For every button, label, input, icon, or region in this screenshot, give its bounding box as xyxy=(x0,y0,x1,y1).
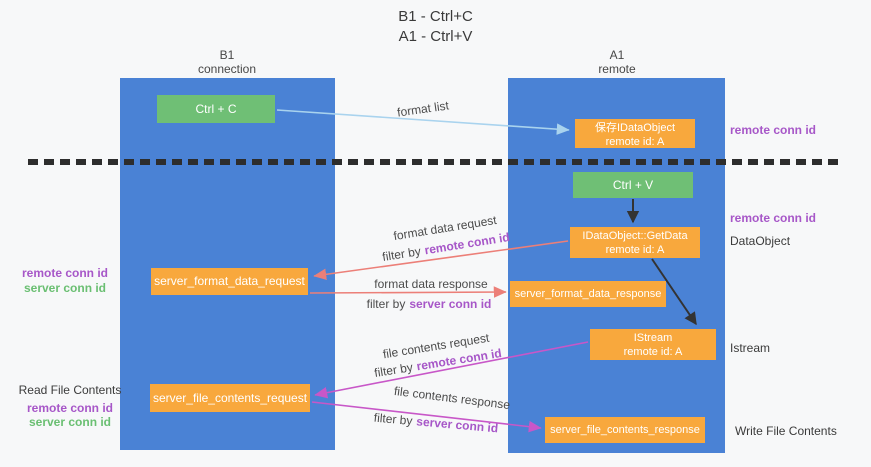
annotation-istream: Istream xyxy=(730,341,771,355)
edge-label-file-contents-response: file contents response xyxy=(393,383,511,413)
node-server-format-data-response: server_format_data_response xyxy=(510,281,666,307)
server-file-contents-response-label: server_file_contents_response xyxy=(550,424,700,436)
node-save-idataobject: 保存IDataObject remote id: A xyxy=(575,119,695,148)
filter-by-text: filter by xyxy=(373,410,414,428)
edge-label-format-data-response: format data response xyxy=(374,277,488,291)
save-idataobject-line1: 保存IDataObject xyxy=(594,122,676,134)
save-idataobject-line2: remote id: A xyxy=(605,136,665,148)
server-format-data-request-label: server_format_data_request xyxy=(154,274,305,288)
annotation-server-conn-id-mid-left: server conn id xyxy=(23,281,107,295)
diagram-title: B1 - Ctrl+C A1 - Ctrl+V xyxy=(0,7,871,47)
node-idataobject-getdata: IDataObject::GetData remote id: A xyxy=(570,227,700,258)
title-line-2: A1 - Ctrl+V xyxy=(398,28,473,45)
annotation-read-file-contents: Read File Contents xyxy=(18,383,122,397)
node-istream: IStream remote id: A xyxy=(590,329,716,360)
lane-header-a1: A1 remote xyxy=(547,48,687,76)
ctrl-c-label: Ctrl + C xyxy=(195,102,237,116)
title-line-1: B1 - Ctrl+C xyxy=(398,8,473,25)
ctrl-v-label: Ctrl + V xyxy=(612,178,654,192)
annotation-server-conn-id-bottom-left: server conn id xyxy=(28,415,112,429)
annotation-remote-conn-id-mid-left: remote conn id xyxy=(21,266,108,280)
node-server-format-data-request: server_format_data_request xyxy=(151,268,308,295)
annotation-remote-conn-id-top-right: remote conn id xyxy=(730,123,817,137)
filter-by-text: filter by xyxy=(381,244,422,264)
edge-label-format-list: format list xyxy=(396,98,450,120)
filter-by-text: filter by xyxy=(373,360,414,380)
server-conn-id-text: server conn id xyxy=(415,414,499,436)
istream-line2: remote id: A xyxy=(623,346,683,358)
lane-b1-name: B1 xyxy=(219,48,235,62)
session-divider-dashed-line xyxy=(28,159,840,165)
server-file-contents-request-label: server_file_contents_request xyxy=(152,391,308,405)
node-ctrl-v: Ctrl + V xyxy=(573,172,693,198)
lane-header-b1: B1 connection xyxy=(157,48,297,76)
lane-a1-role: remote xyxy=(598,62,636,76)
server-format-data-response-label: server_format_data_response xyxy=(514,288,662,300)
annotation-write-file-contents: Write File Contents xyxy=(735,424,837,438)
node-server-file-contents-response: server_file_contents_response xyxy=(545,417,705,443)
annotation-dataobject: DataObject xyxy=(730,234,791,248)
getdata-line1: IDataObject::GetData xyxy=(582,230,688,242)
node-ctrl-c: Ctrl + C xyxy=(157,95,275,123)
arrow-format-data-response xyxy=(309,286,507,298)
filter-by-text: filter by xyxy=(366,297,406,311)
istream-line1: IStream xyxy=(633,332,673,344)
annotation-remote-conn-id-mid-right: remote conn id xyxy=(730,211,817,225)
annotation-remote-conn-id-bottom-left: remote conn id xyxy=(26,401,113,415)
lane-b1-role: connection xyxy=(197,62,257,76)
getdata-line2: remote id: A xyxy=(605,244,665,256)
server-conn-id-text: server conn id xyxy=(409,297,492,311)
lane-a1-name: A1 xyxy=(609,48,625,62)
node-server-file-contents-request: server_file_contents_request xyxy=(150,384,310,412)
